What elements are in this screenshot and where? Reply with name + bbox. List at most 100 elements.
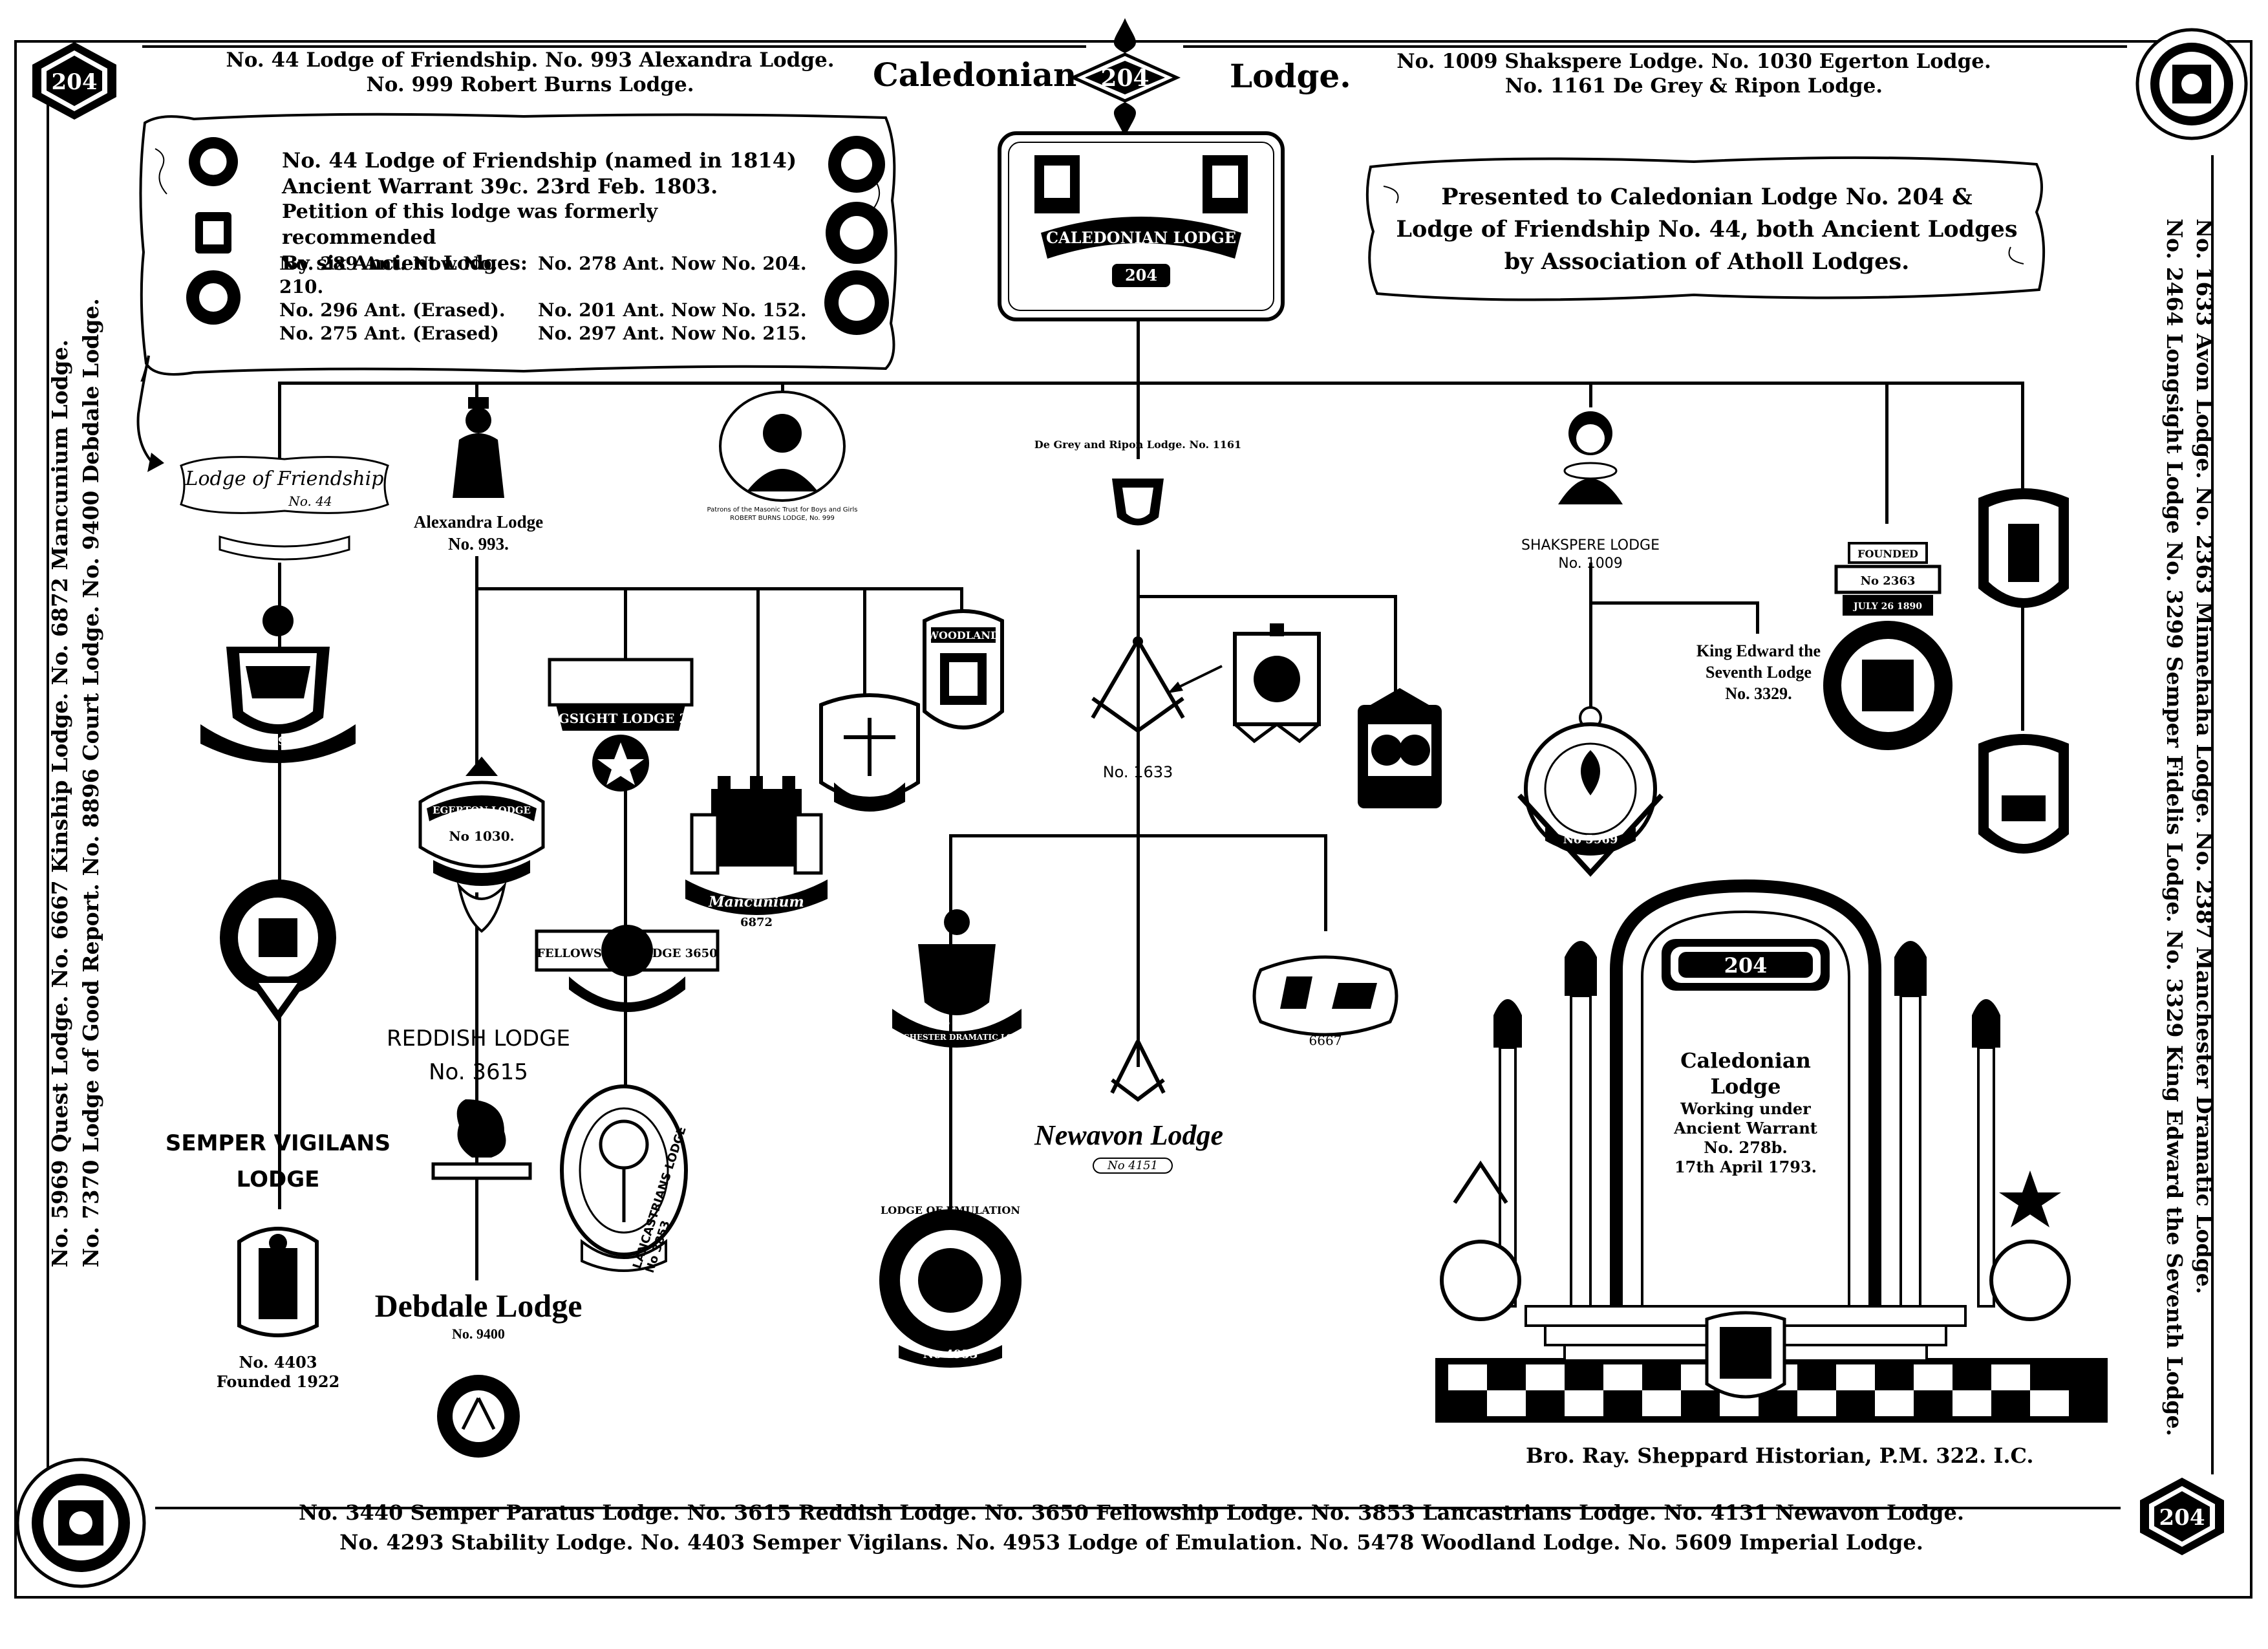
- svg-text:204: 204: [1100, 65, 1149, 92]
- shakspere-portrait: [1558, 411, 1623, 504]
- fellowship-badge: FELLOWSHIP LODGE 3650: [535, 925, 720, 1012]
- svg-text:3299: 3299: [262, 735, 294, 748]
- svg-text:No 2363: No 2363: [1861, 574, 1916, 588]
- header-title-badge: 204: [1069, 18, 1181, 137]
- scroll-left-row2b: No. 201 Ant. Now No. 152.: [538, 299, 807, 321]
- footer-text: No. 3440 Semper Paratus Lodge. No. 3615 …: [129, 1498, 2134, 1557]
- svg-text:Mancunium: Mancunium: [708, 894, 804, 911]
- seal-top-right: [2135, 28, 2248, 140]
- arch-scene: 204: [1435, 879, 2108, 1423]
- right-side-col1: No. 1633 Avon Lodge. No. 2363 Minnehaha …: [2192, 219, 2217, 1295]
- minnehaha-badge: FOUNDED No 2363 JULY 26 1890: [1823, 542, 1952, 750]
- woodland-badge: WOODLAND: [923, 609, 1004, 729]
- degrey-imperial: [1394, 595, 1397, 705]
- alexandra-line2: No. 993.: [448, 534, 509, 554]
- stability-trunk: [2021, 601, 2024, 731]
- branch-alexandra: [475, 382, 478, 401]
- right-side-col2: No. 2464 Longsight Lodge No. 3299 Semper…: [2162, 219, 2187, 1436]
- friendship-badge: Lodge of Friendship No. 44: [180, 456, 389, 561]
- avon-bar: [949, 834, 1324, 837]
- header-right-line1: No. 1009 Shakspere Lodge. No. 1030 Egert…: [1396, 50, 1991, 73]
- quest-badge: No 5969: [1517, 706, 1664, 877]
- top-rule-left: [142, 45, 1086, 48]
- scroll-right-line1: Presented to Caledonian Lodge No. 204 &: [1441, 184, 1973, 210]
- header-right-text: No. 1009 Shakspere Lodge. No. 1030 Egert…: [1371, 49, 2017, 98]
- scroll-left-line4: By six Ancient Lodges:: [282, 252, 528, 275]
- shakspere-line2: No. 1009: [1558, 555, 1623, 572]
- header-right-line2: No. 1161 De Grey & Ripon Lodge.: [1504, 74, 1883, 98]
- burns-caption-1: Patrons of the Masonic Trust for Boys an…: [707, 506, 858, 513]
- header-left-line2: No. 999 Robert Burns Lodge.: [366, 73, 694, 96]
- scroll-left-arrow: [136, 355, 164, 472]
- scroll-left-row3a: No. 275 Ant. (Erased): [279, 323, 499, 344]
- svg-text:FOUNDED: FOUNDED: [1857, 548, 1918, 560]
- avon-dramatic: [949, 834, 952, 1222]
- svg-text:Lodge of Friendship: Lodge of Friendship: [185, 468, 384, 490]
- header-left-text: No. 44 Lodge of Friendship. No. 993 Alex…: [162, 48, 899, 97]
- arch-line3: Working under: [1680, 1099, 1811, 1118]
- shakspere-bar: [1589, 601, 1757, 605]
- alexandra-line1: Alexandra Lodge: [413, 512, 544, 532]
- svg-text:MANCHESTER DRAMATIC LODGE: MANCHESTER DRAMATIC LODGE: [881, 1033, 1032, 1042]
- justice-badge: [819, 693, 920, 812]
- arch-line5: No. 278b.: [1704, 1138, 1788, 1157]
- scroll-left-line1: No. 44 Lodge of Friendship (named in 181…: [282, 148, 797, 173]
- king-edward-line1: King Edward the: [1696, 641, 1821, 660]
- semper-vigilans-founded: Founded 1922: [216, 1372, 340, 1391]
- avon-kinship: [1324, 834, 1327, 931]
- scroll-right-line3: by Association of Atholl Lodges.: [1504, 248, 1910, 275]
- newavon-title: Newavon Lodge: [1034, 1119, 1224, 1151]
- header-title-left: Caledonian: [873, 56, 1077, 94]
- newavon-no: No 4151: [1093, 1158, 1173, 1174]
- arch-line1: Caledonian: [1680, 1048, 1811, 1073]
- footer-line2: No. 4293 Stability Lodge. No. 4403 Sempe…: [339, 1530, 1923, 1555]
- svg-text:204: 204: [2159, 1505, 2205, 1531]
- semper-vigilans-title: SEMPER VIGILANS LODGE: [149, 1125, 407, 1198]
- avon-label: No. 1633: [1102, 763, 1173, 781]
- king-edward-label: King Edward the Seventh Lodge No. 3329.: [1655, 640, 1862, 704]
- dramatic-badge: No 2387 MANCHESTER DRAMATIC LODGE: [881, 909, 1032, 1048]
- alex-woodland: [960, 587, 963, 613]
- historian-credit: Bro. Ray. Sheppard Historian, P.M. 322. …: [1526, 1443, 2034, 1468]
- king-edward-line3: No. 3329.: [1725, 684, 1792, 703]
- avon-arrow: [1168, 665, 1223, 693]
- tree-main-bar: [278, 382, 2024, 385]
- semper-vigilans-no: No. 4403: [239, 1353, 317, 1372]
- svg-text:No 5969: No 5969: [1563, 833, 1618, 846]
- central-emblem: CALEDONIAN LODGE 204: [998, 131, 1285, 321]
- reddish-crest: [431, 1099, 532, 1180]
- left-side-col1: No. 5969 Quest Lodge. No. 6667 Kinship L…: [47, 339, 72, 1267]
- scroll-left-text: No. 44 Lodge of Friendship (named in 181…: [282, 147, 812, 277]
- corner-badge-top-left: 204: [32, 42, 116, 120]
- semper-vigilans-info: No. 4403 Founded 1922: [181, 1353, 375, 1392]
- svg-text:No 1030.: No 1030.: [449, 828, 514, 844]
- svg-text:JULY 26 1890: JULY 26 1890: [1852, 601, 1922, 612]
- reddish-trunk: [475, 892, 478, 1280]
- manchester-badge: [1978, 734, 2069, 854]
- imperial-badge: [1358, 688, 1442, 808]
- svg-text:204: 204: [1724, 953, 1768, 978]
- king-edward-line2: Seventh Lodge: [1706, 663, 1812, 682]
- shakspere-line1: SHAKSPERE LODGE: [1521, 537, 1660, 554]
- scroll-left-row2a: No. 296 Ant. (Erased).: [279, 299, 506, 321]
- scroll-right-line2: Lodge of Friendship No. 44, both Ancient…: [1396, 216, 2018, 242]
- svg-text:No. 44: No. 44: [288, 493, 332, 509]
- tree-trunk: [1137, 321, 1140, 385]
- alexandra-bar: [475, 587, 960, 590]
- semper-vigilans-line1: SEMPER VIGILANS: [165, 1130, 391, 1156]
- svg-text:204: 204: [1125, 266, 1157, 285]
- header-title-right: Lodge.: [1230, 57, 1351, 95]
- semper-vigilans-line2: LODGE: [236, 1167, 320, 1192]
- kinship-badge: 6667: [1252, 955, 1398, 1048]
- branch-stability: [2021, 382, 2024, 491]
- branch-shakspere: [1589, 382, 1592, 407]
- alex-longsight: [624, 587, 627, 665]
- alexandra-figure: [453, 397, 504, 498]
- bottom-rule: [155, 1507, 2121, 1509]
- arch-line4: Ancient Warrant: [1674, 1119, 1817, 1137]
- reddish-label: REDDISH LODGE No. 3615: [375, 1022, 582, 1089]
- header-left-line1: No. 44 Lodge of Friendship. No. 993 Alex…: [226, 48, 835, 72]
- left-rule: [47, 103, 49, 1487]
- scroll-seals-right: [824, 136, 889, 335]
- alex-court: [863, 587, 866, 697]
